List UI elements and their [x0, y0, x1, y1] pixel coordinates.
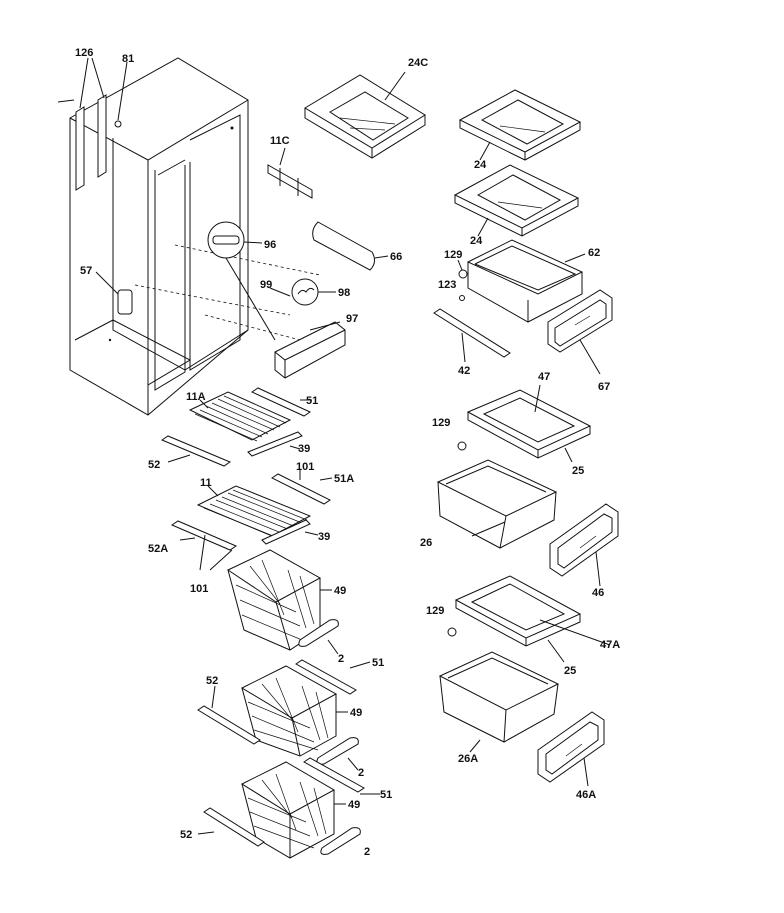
- label-47: 47: [538, 371, 550, 383]
- rail-42: [433, 308, 511, 363]
- label-24-upper: 24: [474, 159, 487, 171]
- wire-shelf-11: [196, 485, 312, 539]
- label-52-lower: 52: [180, 829, 192, 841]
- label-26A: 26A: [458, 753, 478, 765]
- drawer-26A: [438, 651, 560, 753]
- label-52-middle: 52: [206, 675, 218, 687]
- label-46A: 46A: [576, 789, 596, 801]
- screw-81: [114, 61, 128, 128]
- screw-99: [269, 287, 291, 297]
- drawer-front-46: [549, 503, 619, 587]
- label-51-top: 51: [306, 395, 318, 407]
- shelf-24-upper: [458, 89, 582, 161]
- gear-98: [291, 278, 336, 306]
- drawer-front-46A: [537, 711, 605, 787]
- bracket-52A: [170, 520, 238, 571]
- label-126: 126: [75, 47, 93, 59]
- label-51-middle: 51: [372, 657, 384, 669]
- shelf-frame-47: [466, 384, 592, 463]
- label-11C: 11C: [270, 135, 290, 147]
- label-25-upper: 25: [572, 465, 584, 477]
- label-52-upper: 52: [148, 459, 160, 471]
- door-trim-strip-126: [57, 57, 107, 191]
- wire-basket-49-lower: [240, 761, 346, 859]
- label-62: 62: [588, 247, 600, 259]
- housing-97: [274, 321, 346, 379]
- label-66: 66: [390, 251, 402, 263]
- drawer-26: [436, 459, 558, 549]
- label-2-middle: 2: [358, 767, 364, 779]
- label-26: 26: [420, 537, 432, 549]
- label-99: 99: [260, 279, 272, 291]
- label-129-a: 129: [444, 249, 462, 261]
- wire-shelf-11A: [188, 391, 292, 442]
- label-39-upper: 39: [298, 443, 310, 455]
- label-49-upper: 49: [334, 585, 346, 597]
- label-101-lower: 101: [190, 583, 208, 595]
- bracket-52-middle: [197, 685, 261, 745]
- handle-2-lower: [320, 827, 361, 855]
- label-49-middle: 49: [350, 707, 362, 719]
- label-101-upper: 101: [296, 461, 314, 473]
- shelf-front-39-lower: [261, 519, 319, 545]
- shelf-rail-11C: [267, 147, 313, 199]
- label-97: 97: [346, 313, 358, 325]
- label-47A: 47A: [600, 639, 620, 651]
- label-39-lower: 39: [318, 531, 330, 543]
- shelf-24C: [304, 71, 426, 159]
- label-129-b: 129: [432, 417, 450, 429]
- label-51A: 51A: [334, 473, 354, 485]
- label-98: 98: [338, 287, 350, 299]
- switch-57: [95, 271, 133, 315]
- screw-123: [459, 295, 465, 301]
- shelf-rail-51A: [271, 470, 333, 505]
- nut-129-a: [457, 259, 468, 279]
- part-labels: 126 81 24C 11C 24 24 96 66 57 99 98 97 1…: [75, 47, 620, 858]
- shelf-rail-51-upper: [250, 387, 312, 417]
- label-42: 42: [458, 365, 470, 377]
- label-24C: 24C: [408, 57, 428, 69]
- label-52A: 52A: [148, 543, 168, 555]
- label-57: 57: [80, 265, 92, 277]
- label-123: 123: [438, 279, 456, 291]
- shelf-frame-47A: [454, 575, 611, 663]
- label-51-lower: 51: [380, 789, 392, 801]
- label-11: 11: [200, 477, 212, 489]
- bracket-52-upper: [160, 435, 232, 467]
- label-24-lower: 24: [470, 235, 483, 247]
- cover-66: [312, 221, 389, 271]
- label-46: 46: [592, 587, 604, 599]
- wire-basket-49-middle: [240, 665, 348, 757]
- label-25-lower: 25: [564, 665, 576, 677]
- label-129-c: 129: [426, 605, 444, 617]
- shelf-rail-51-middle: [295, 659, 371, 695]
- label-2-upper: 2: [338, 653, 344, 665]
- nut-129-c: [447, 627, 457, 637]
- crisper-62: [466, 239, 586, 323]
- shelf-24-lower: [453, 164, 580, 237]
- drawer-front-67: [547, 289, 613, 375]
- label-49-lower: 49: [348, 799, 360, 811]
- bracket-52-lower: [197, 807, 265, 847]
- label-2-lower: 2: [364, 846, 370, 858]
- nut-129-b: [457, 441, 467, 451]
- label-67: 67: [598, 381, 610, 393]
- roller-96: [207, 221, 276, 341]
- label-11A: 11A: [186, 391, 206, 403]
- refrigerator-cabinet: [69, 57, 321, 416]
- shelf-rail-51-lower: [303, 757, 380, 795]
- label-81: 81: [122, 53, 134, 65]
- wire-basket-49-upper: [226, 549, 332, 651]
- shelf-front-39-upper: [247, 431, 303, 457]
- handle-2-upper: [298, 619, 339, 655]
- label-96: 96: [264, 239, 276, 251]
